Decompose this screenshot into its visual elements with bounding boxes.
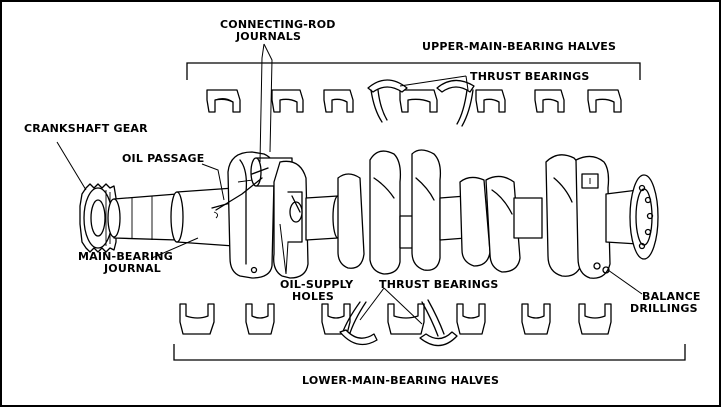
main-bearing-journal-label-line1: MAIN-BEARING — [78, 250, 173, 263]
balance-drillings-label-line1: BALANCE — [642, 290, 701, 303]
balance-drilling — [602, 266, 610, 274]
crank-cheek — [273, 160, 309, 279]
upper-bearing-half — [475, 89, 506, 113]
upper-bearing-half — [271, 89, 304, 113]
crank-cheek — [485, 175, 521, 273]
crank-cheek — [337, 173, 365, 269]
main-bearing-journal-label-line2: JOURNAL — [103, 262, 161, 275]
oil-passage — [215, 167, 269, 211]
upper-bearing-half — [206, 89, 241, 113]
oil-supply-holes-label-line1: OIL-SUPPLY — [280, 278, 354, 291]
lower-thrust-bearing — [419, 299, 458, 347]
lower-bracket — [173, 344, 686, 361]
upper-main-bearing-halves-label: UPPER-MAIN-BEARING HALVES — [422, 40, 616, 53]
oil-supply-holes-label-line2: HOLES — [292, 290, 334, 303]
lower-bearing-half — [387, 303, 425, 335]
leader-lines — [56, 43, 643, 325]
lower-bearing-half — [578, 303, 612, 335]
main-bearing-journal-1 — [176, 187, 235, 247]
lower-bearing-half — [179, 303, 215, 335]
upper-bearing-halves — [206, 79, 622, 127]
balance-drilling — [250, 266, 258, 274]
upper-thrust-bearing — [367, 79, 408, 123]
lower-thrust-bearing — [339, 301, 378, 346]
oil-supply-hole — [291, 195, 301, 213]
crankshaft — [79, 149, 659, 279]
upper-bracket — [186, 62, 641, 80]
upper-bearing-half — [587, 89, 622, 113]
crankshaft-gear-label: CRANKSHAFT GEAR — [24, 122, 148, 135]
balance-drillings-label-line2: DRILLINGS — [630, 302, 698, 315]
rear-flange — [629, 174, 659, 260]
oil-passage-label: OIL PASSAGE — [122, 152, 204, 165]
connecting-rod-journals-label-line2: JOURNALS — [235, 30, 301, 43]
crank-cheek — [369, 150, 402, 275]
lower-bearing-half — [245, 303, 275, 335]
thrust-bearings-upper-label: THRUST BEARINGS — [470, 70, 590, 83]
crank-cheek — [411, 149, 442, 271]
connecting-rod-journals-label-line1: CONNECTING-ROD — [220, 18, 336, 31]
lower-main-bearing-halves-label: LOWER-MAIN-BEARING HALVES — [302, 374, 499, 387]
lower-bearing-half — [456, 303, 486, 335]
connecting-rod-journal-3 — [513, 197, 543, 239]
upper-bearing-half — [323, 89, 354, 113]
balance-drilling — [593, 262, 601, 270]
upper-bearing-half — [534, 89, 565, 113]
lower-bearing-halves — [179, 299, 612, 347]
upper-bearing-half — [399, 89, 438, 113]
thrust-bearings-lower-label: THRUST BEARINGS — [379, 278, 499, 291]
crankshaft-gear — [79, 183, 117, 253]
crank-cheek — [575, 155, 611, 279]
crankshaft-nose — [113, 193, 178, 241]
lower-bearing-half — [521, 303, 551, 335]
crank-cheek — [459, 176, 491, 267]
upper-thrust-bearing — [436, 79, 475, 127]
